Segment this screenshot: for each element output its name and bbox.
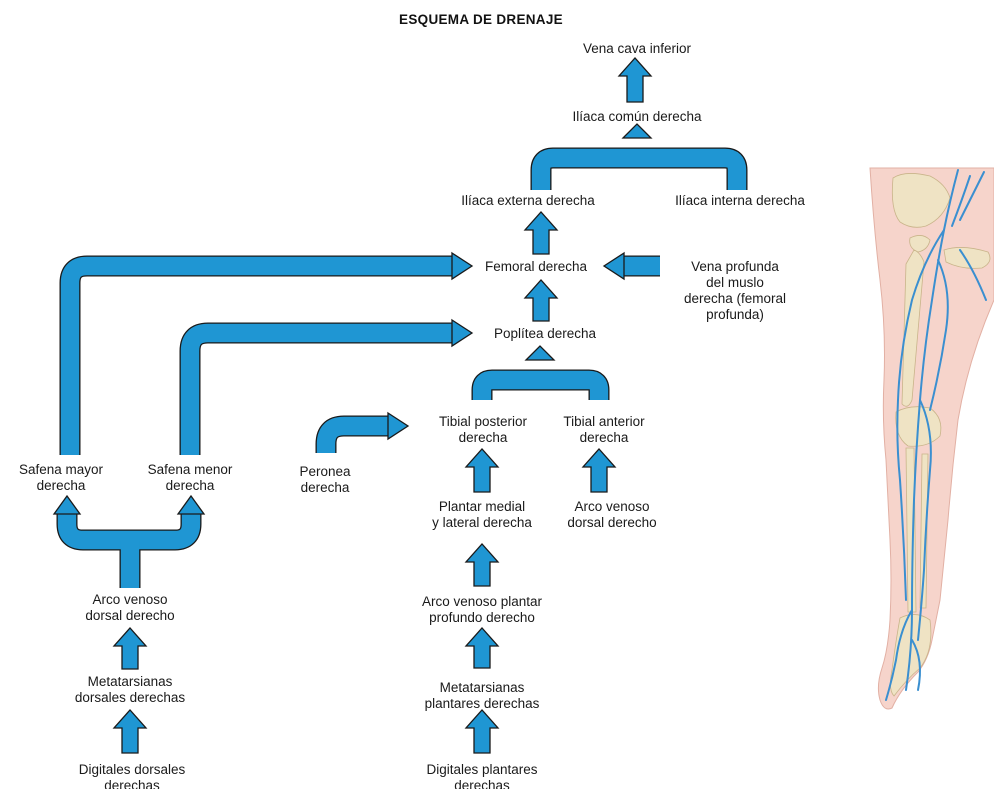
arrow-to-tibial-anterior <box>581 448 617 493</box>
label-line: Tibial anterior <box>563 414 645 429</box>
label-line: Femoral derecha <box>485 259 588 274</box>
label-line: Poplítea derecha <box>494 326 597 341</box>
label-line: Peronea <box>299 464 351 479</box>
arrow-into-tibial-posterior <box>387 411 410 441</box>
label-iliaca-interna: Ilíaca interna derecha <box>675 193 805 208</box>
label-line: dorsal derecho <box>567 515 656 530</box>
tibial-connector <box>472 370 609 400</box>
arrow-into-poplitea <box>451 318 474 348</box>
femur-bone <box>901 249 925 407</box>
label-line: y lateral derecha <box>432 515 532 530</box>
label-line: profundo derecho <box>429 610 535 625</box>
label-femoral: Femoral derecha <box>485 259 588 274</box>
label-poplitea: Poplítea derecha <box>494 326 597 341</box>
vein-network <box>885 169 987 701</box>
label-vena-cava-inferior: Vena cava inferior <box>583 41 692 56</box>
ilium-bone <box>891 173 951 228</box>
arrow-to-metatarsianas-plantares <box>464 709 500 754</box>
label-line: derecha <box>301 480 350 495</box>
arrow-to-arco-plantar <box>464 627 500 669</box>
label-line: dorsal derecho <box>85 608 174 623</box>
label-line: plantares derechas <box>425 696 540 711</box>
arrow-iliac-merge <box>621 123 653 139</box>
label-line: Ilíaca interna derecha <box>675 193 805 208</box>
label-line: derechas <box>454 778 510 789</box>
label-line: Arco venoso <box>92 592 167 607</box>
arrow-to-vena-cava <box>617 57 653 103</box>
arrow-to-femoral <box>523 279 559 322</box>
label-line: derecha <box>37 478 86 493</box>
arrow-safena-menor <box>176 494 206 515</box>
label-line: derecha <box>459 430 508 445</box>
label-line: Vena profunda <box>691 259 779 274</box>
labels: Vena cava inferior Ilíaca común derecha … <box>19 41 805 789</box>
label-line: derecha (femoral <box>684 291 786 306</box>
label-line: derechas <box>104 778 160 789</box>
arrow-to-tibial-posterior <box>464 448 500 493</box>
great-saphenous-pipe <box>60 256 454 455</box>
pubis-bone <box>943 247 991 269</box>
femoral-head <box>909 235 931 253</box>
label-line: Safena menor <box>148 462 233 477</box>
arrow-into-femoral-right <box>602 251 625 281</box>
peroneal-pipe <box>316 416 390 454</box>
label-line: Tibial posterior <box>439 414 528 429</box>
label-line: Arco venoso plantar <box>422 594 543 609</box>
arrow-safena-mayor <box>52 494 82 515</box>
label-line: Metatarsianas <box>440 680 525 695</box>
label-line: Metatarsianas <box>88 674 173 689</box>
arrow-into-femoral-left <box>451 251 474 281</box>
label-iliaca-externa: Ilíaca externa derecha <box>461 193 595 208</box>
label-line: Plantar medial <box>439 499 525 514</box>
small-saphenous-pipe <box>180 323 454 455</box>
arrow-tibial-merge <box>524 345 556 361</box>
vertical-arrows <box>112 57 653 754</box>
label-line: Digitales dorsales <box>79 762 186 777</box>
arrow-to-plantar-medial <box>464 543 500 587</box>
connector-pipes <box>56 147 748 588</box>
label-line: Ilíaca común derecha <box>572 109 702 124</box>
leg-illustration <box>869 167 994 710</box>
label-line: dorsales derechas <box>75 690 186 705</box>
label-iliaca-comun: Ilíaca común derecha <box>572 109 702 124</box>
label-line: Safena mayor <box>19 462 104 477</box>
arrow-to-arco-dorsal <box>112 627 148 670</box>
label-line: Ilíaca externa derecha <box>461 193 595 208</box>
label-line: derecha <box>580 430 629 445</box>
arrow-to-iliaca-externa <box>523 211 559 255</box>
diagram-title: ESQUEMA DE DRENAJE <box>399 12 563 27</box>
label-line: Vena cava inferior <box>583 41 692 56</box>
arrow-heads <box>52 123 653 515</box>
label-line: Arco venoso <box>574 499 649 514</box>
label-line: derecha <box>166 478 215 493</box>
arrow-to-metatarsianas-dorsales <box>112 709 148 754</box>
label-line: Digitales plantares <box>426 762 537 777</box>
label-line: profunda) <box>706 307 764 322</box>
iliac-connector <box>531 148 747 190</box>
label-line: del muslo <box>706 275 764 290</box>
safena-connector <box>57 512 201 550</box>
fibula-bone <box>919 453 929 609</box>
